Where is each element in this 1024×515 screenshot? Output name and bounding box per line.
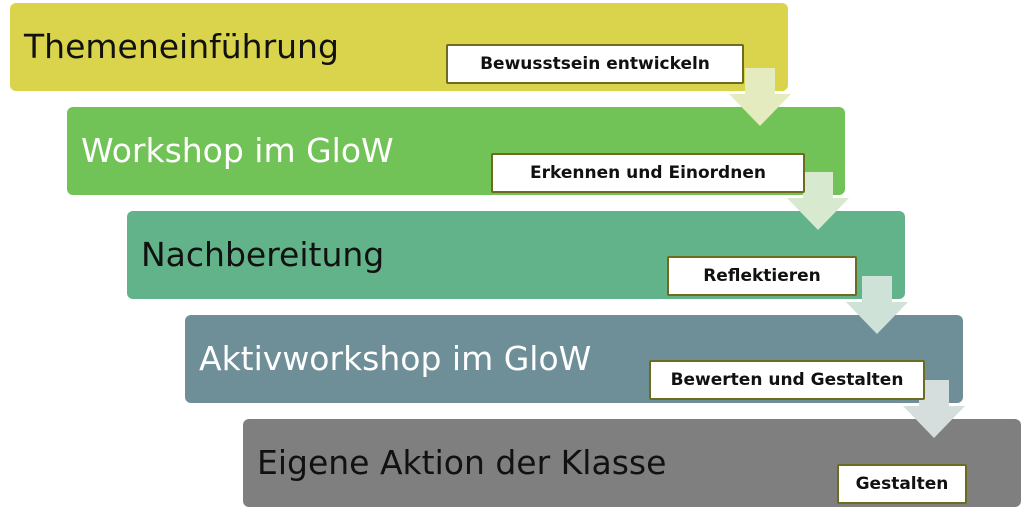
step-callout: Gestalten [837, 464, 967, 504]
down-arrow-icon [787, 172, 849, 230]
step-box-4: Aktivworkshop im GloW [185, 315, 963, 403]
down-arrow-icon [903, 380, 965, 438]
step-title: Aktivworkshop im GloW [199, 339, 592, 378]
step-callout: Reflektieren [667, 256, 857, 296]
step-title: Eigene Aktion der Klasse [257, 443, 667, 482]
down-arrow-icon [729, 68, 791, 126]
arrow-shape [846, 276, 908, 334]
step-title: Themeneinführung [24, 27, 339, 66]
arrow-shape [903, 380, 965, 438]
arrow-shape [729, 68, 791, 126]
step-title: Nachbereitung [141, 235, 385, 274]
step-callout: Bewusstsein entwickeln [446, 44, 744, 84]
step-callout: Erkennen und Einordnen [491, 153, 805, 193]
step-title: Workshop im GloW [81, 131, 394, 170]
arrow-shape [787, 172, 849, 230]
step-callout: Bewerten und Gestalten [649, 360, 925, 400]
down-arrow-icon [846, 276, 908, 334]
